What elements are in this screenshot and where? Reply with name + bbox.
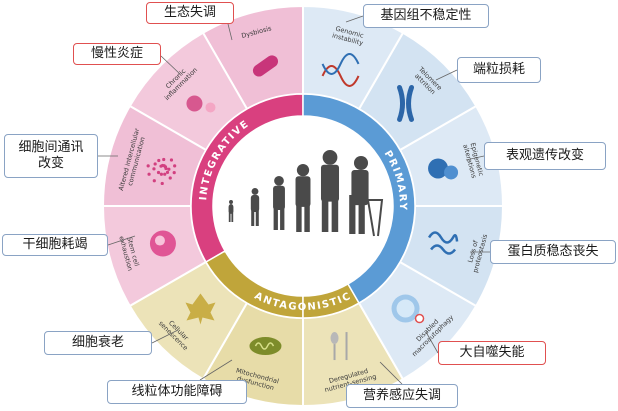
autophagosome-icon [391,294,425,324]
leader-line [160,55,181,75]
callout-altered-communication-line2: 改变 [37,156,64,171]
leader-line [227,23,233,41]
callout-macroautophagy-text: 大自噬失能 [459,344,525,360]
leader-line [107,235,136,246]
leader-line [435,69,458,81]
callout-stem-cell-exhaustion: 干细胞耗竭 [2,234,108,256]
teen-figure [295,164,311,232]
callout-chronic-inflammation-text: 慢性炎症 [90,45,143,61]
callout-epigenetic: 表观遗传改变 [484,142,606,170]
callout-nutrient-sensing-text: 营养感应失调 [362,387,441,403]
leader-line-layer [98,15,490,385]
toddler-figure [250,188,260,226]
callout-genomic: 基因组不稳定性 [363,4,489,28]
immune-cell-icon [186,95,216,113]
baby-figure [228,200,234,222]
icon-layer [146,52,459,361]
callout-stem-cell-exhaustion-text: 干细胞耗竭 [22,236,88,252]
protein-icon [427,231,459,255]
elder-figure [349,156,369,234]
cutlery-icon [330,332,348,361]
callout-mitochondrial-dysfunction-text: 线粒体功能障碍 [131,383,223,399]
signaling-dots-icon [146,157,177,186]
callout-telomere-text: 端粒损耗 [472,61,525,77]
senescent-leaf-icon [185,293,216,325]
callout-epigenetic-text: 表观遗传改变 [505,147,584,163]
callout-cellular-senescence: 细胞衰老 [44,331,152,355]
callout-altered-communication-line1: 细胞间通讯 [18,139,84,155]
callout-chronic-inflammation: 慢性炎症 [73,43,161,65]
walker-frame [367,199,384,237]
callout-nutrient-sensing: 营养感应失调 [346,384,458,408]
callout-proteostasis: 蛋白质稳态丧失 [490,240,616,264]
callout-mitochondrial-dysfunction: 线粒体功能障碍 [107,380,247,404]
adult-figure [320,150,340,232]
mitochondrion-icon [249,337,282,356]
leader-line [425,331,439,354]
callout-dysbiosis-text: 生态失调 [163,4,216,20]
chromosome-icon [397,84,415,122]
callout-cellular-senescence-text: 细胞衰老 [71,334,124,350]
callout-dysbiosis: 生态失调 [146,2,234,24]
leader-line [199,359,233,381]
stem-cell-icon [149,230,176,257]
callout-genomic-text: 基因组不稳定性 [380,7,472,23]
dna-helix-icon [321,52,360,87]
leader-line [465,155,485,161]
leader-line [151,329,179,344]
child-figure [273,176,285,230]
center-figures [228,150,384,237]
leader-line [379,361,403,385]
callout-macroautophagy: 大自噬失能 [438,341,546,365]
leader-line [345,15,364,23]
bacterium-icon [252,55,279,77]
callout-proteostasis-text: 蛋白质稳态丧失 [507,243,599,259]
callout-altered-communication: 细胞间通讯改变 [4,134,98,178]
callout-telomere: 端粒损耗 [457,57,541,83]
chromatin-icon [428,158,459,180]
